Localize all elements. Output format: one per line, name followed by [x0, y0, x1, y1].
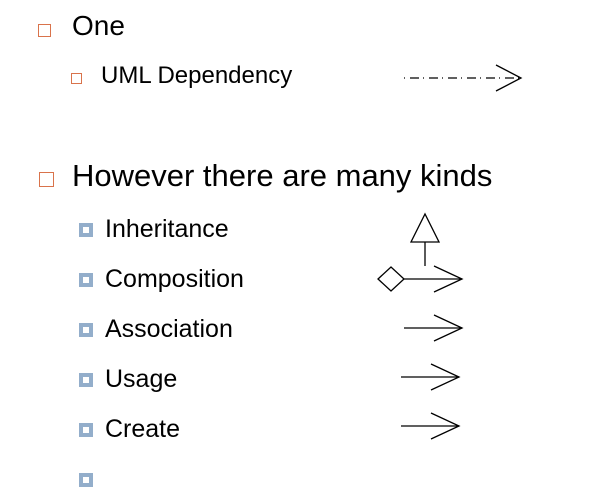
association-arrow-icon	[404, 314, 464, 342]
item-create: Create	[105, 415, 181, 443]
bullet-usage-icon	[79, 373, 93, 387]
bullet-one-icon	[38, 24, 51, 37]
item-usage: Usage	[105, 365, 178, 393]
bullet-uml-dependency-icon	[71, 73, 82, 84]
composition-arrow-icon	[377, 265, 464, 293]
item-however: However there are many kinds	[72, 158, 493, 193]
create-arrow-icon	[401, 412, 461, 440]
item-composition: Composition	[105, 265, 244, 293]
bullet-inheritance-icon	[79, 223, 93, 237]
dependency-arrow-icon	[404, 64, 523, 92]
bullet-composition-icon	[79, 273, 93, 287]
bullet-association-icon	[79, 323, 93, 337]
item-one: One	[72, 10, 125, 41]
item-inheritance: Inheritance	[105, 215, 229, 243]
bullet-create-icon	[79, 423, 93, 437]
item-association: Association	[105, 315, 233, 343]
inheritance-arrow-icon	[409, 212, 441, 266]
bullet-however-icon	[39, 172, 54, 187]
item-uml-dependency: UML Dependency	[101, 62, 293, 89]
usage-arrow-icon	[401, 363, 461, 391]
